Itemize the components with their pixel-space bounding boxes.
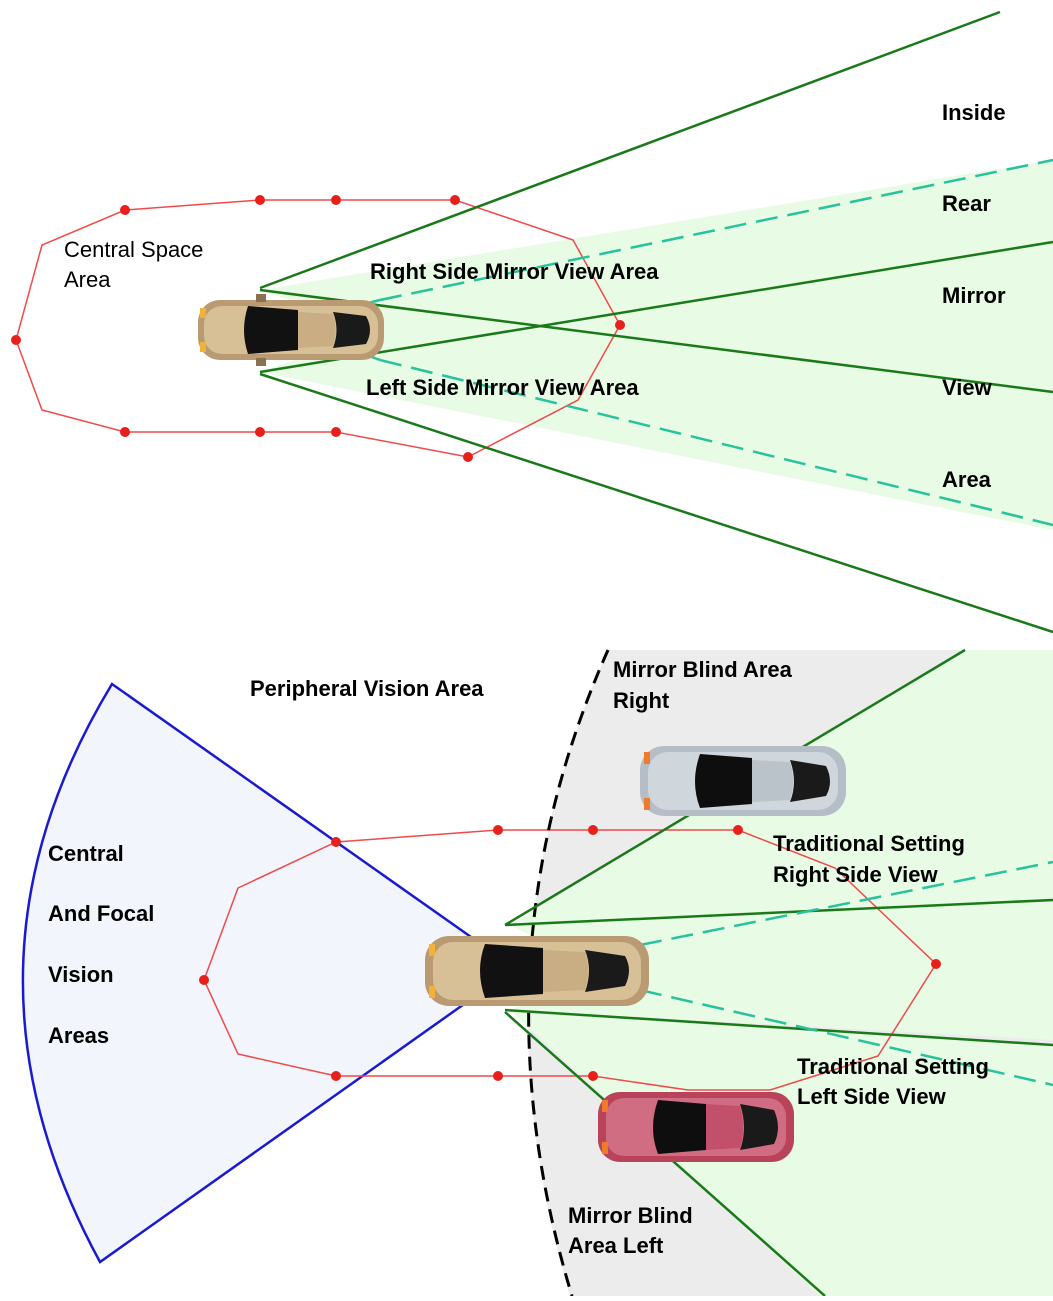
- red-car: [598, 1092, 794, 1162]
- central-focal-label-1: Central: [48, 841, 124, 866]
- trad-right-label-1: Traditional Setting: [773, 831, 965, 856]
- right-mirror-inner-line: [259, 288, 1053, 394]
- central-focal-label-3: Vision: [48, 962, 114, 987]
- left-mirror-label: Left Side Mirror View Area: [366, 375, 639, 400]
- zone-dot: [450, 195, 460, 205]
- central-focal-label-4: Areas: [48, 1023, 110, 1048]
- left-mirror-outer-line: [259, 372, 1053, 634]
- zone-dot: [331, 837, 341, 847]
- central-space-zone-bottom: [203, 829, 937, 1091]
- central-focal-label-2: And Focal: [48, 901, 155, 926]
- zone-dot: [331, 427, 341, 437]
- inside-rear-label-4: View: [942, 375, 992, 400]
- central-space-zone-dots: [11, 195, 625, 462]
- inside-rear-label-5: Area: [942, 467, 991, 492]
- zone-dot: [199, 975, 209, 985]
- zone-dot: [331, 1071, 341, 1081]
- central-space-zone-bottom-dots: [199, 825, 941, 1081]
- rear-mirror-bottom-upper-dash: [639, 860, 1053, 947]
- rear-mirror-upper-dash: [379, 158, 1053, 302]
- zone-dot: [733, 825, 743, 835]
- zone-dot: [588, 1071, 598, 1081]
- zone-dot: [255, 427, 265, 437]
- trad-right-inner-line: [504, 898, 1053, 927]
- central-space-label-1: Central Space: [64, 237, 204, 262]
- zone-dot: [463, 452, 473, 462]
- inside-rear-label-3: Mirror: [942, 283, 1006, 308]
- zone-dot: [331, 195, 341, 205]
- blind-left-label-1: Mirror Blind: [568, 1203, 693, 1228]
- zone-dot: [931, 959, 941, 969]
- focal-vision-fan: [21, 682, 518, 1264]
- silver-car: [640, 746, 846, 816]
- inside-rear-label-2: Rear: [942, 191, 991, 216]
- trad-left-inner-line: [504, 1008, 1053, 1047]
- top-diagram: [11, 10, 1053, 634]
- left-mirror-inner-line: [259, 240, 1053, 374]
- zone-dot: [11, 335, 21, 345]
- main-car-bottom: [425, 936, 649, 1006]
- blind-left-label-2: Area Left: [568, 1233, 664, 1258]
- trad-left-label-2: Left Side View: [797, 1084, 946, 1109]
- zone-dot: [255, 195, 265, 205]
- right-mirror-outer-line: [259, 10, 1001, 290]
- zone-dot: [120, 427, 130, 437]
- central-space-label-2: Area: [64, 267, 111, 292]
- main-car-top: [198, 294, 384, 366]
- blind-right-label-1: Mirror Blind Area: [613, 657, 792, 682]
- trad-left-label-1: Traditional Setting: [797, 1054, 989, 1079]
- zone-dot: [615, 320, 625, 330]
- right-mirror-label: Right Side Mirror View Area: [370, 259, 659, 284]
- rear-mirror-lower-dash: [379, 358, 1053, 527]
- bottom-diagram: [21, 648, 1053, 1297]
- peripheral-label: Peripheral Vision Area: [250, 676, 484, 701]
- rear-mirror-bottom-lower-dash: [639, 988, 1053, 1087]
- trad-right-label-2: Right Side View: [773, 862, 938, 887]
- zone-dot: [493, 1071, 503, 1081]
- zone-dot: [120, 205, 130, 215]
- zone-dot: [493, 825, 503, 835]
- trad-right-view-fill: [510, 650, 1053, 1040]
- blind-boundary-dash: [527, 649, 610, 1297]
- blind-right-label-2: Right: [613, 688, 670, 713]
- inside-rear-label-1: Inside: [942, 100, 1006, 125]
- zone-dot: [588, 825, 598, 835]
- mirror-view-fill: [260, 160, 1053, 530]
